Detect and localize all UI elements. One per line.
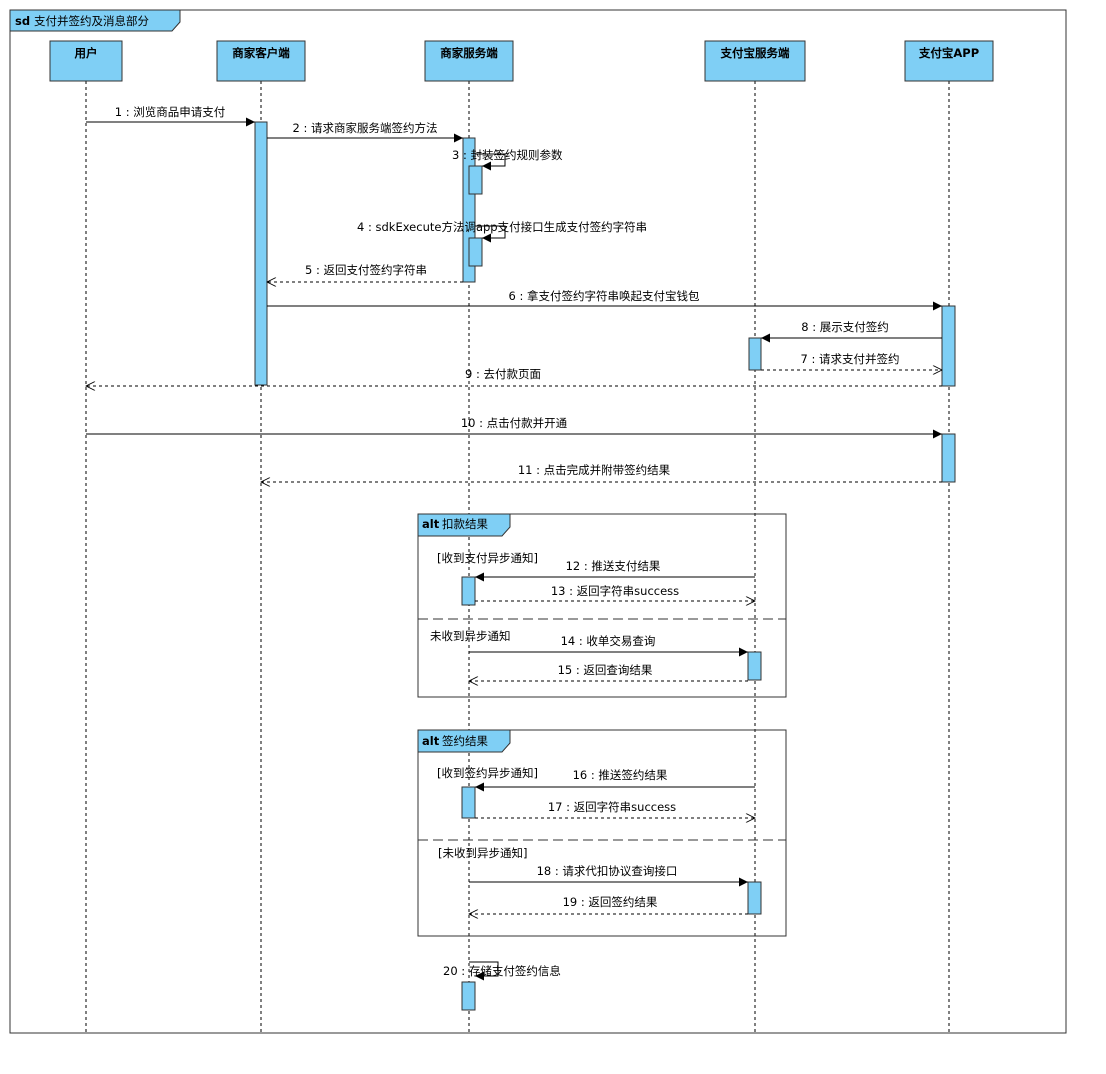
alt-keyword: alt (422, 517, 440, 531)
message-label: 2 : 请求商家服务端签约方法 (292, 121, 437, 135)
message-label: 10 : 点击付款并开通 (461, 416, 568, 430)
sd-frame: sd 支付并签约及消息部分 (9, 9, 1067, 1034)
messages (86, 117, 942, 981)
message-arrow (469, 961, 499, 981)
message-label: 19 : 返回签约结果 (563, 895, 658, 909)
message-label: 20 : 存储支付签约信息 (443, 964, 561, 978)
lifeline-user-label: 用户 (74, 46, 98, 60)
message-label: 1 : 浏览商品申请支付 (115, 105, 226, 119)
lifeline-server[interactable]: 商家服务端 (424, 40, 514, 82)
message-arrow (475, 225, 506, 243)
lifeline-client[interactable]: 商家客户端 (216, 40, 306, 82)
message-label: 16 : 推送签约结果 (573, 768, 668, 782)
alt-guard: 未收到异步通知 (430, 629, 511, 643)
lifeline-alipay-server[interactable]: 支付宝服务端 (704, 40, 806, 82)
lifeline-server-label: 商家服务端 (440, 46, 498, 60)
sd-frame-title: 支付并签约及消息部分 (34, 14, 149, 28)
alt-title: 签约结果 (442, 734, 488, 748)
alt-keyword: alt (422, 734, 440, 748)
message-label: 8 : 展示支付签约 (801, 320, 889, 334)
message-label: 6 : 拿支付签约字符串唤起支付宝钱包 (508, 289, 700, 303)
lifeline-client-label: 商家客户端 (232, 46, 290, 60)
lifeline-alipay-app-label: 支付宝APP (918, 46, 979, 60)
message-label: 4 : sdkExecute方法调app支付接口生成支付签约字符串 (357, 220, 647, 234)
sd-frame-keyword: sd (15, 14, 30, 28)
alt-title: 扣款结果 (442, 517, 488, 531)
lifeline-alipay-app[interactable]: 支付宝APP (904, 40, 994, 82)
message-arrow (475, 153, 506, 171)
alt-fragment-payment: alt 扣款结果 [收到支付异步通知] 未收到异步通知 (417, 513, 787, 698)
message-label: 7 : 请求支付并签约 (800, 352, 899, 366)
activation-bars (254, 121, 956, 1011)
message-label: 15 : 返回查询结果 (558, 663, 653, 677)
message-label: 17 : 返回字符串success (548, 800, 676, 814)
alt-guard: [未收到异步通知] (438, 846, 527, 860)
message-label: 18 : 请求代扣协议查询接口 (537, 864, 678, 878)
lifeline-user[interactable]: 用户 (49, 40, 123, 82)
alt-guard: [收到支付异步通知] (437, 551, 538, 565)
message-labels: 1 : 浏览商品申请支付 2 : 请求商家服务端签约方法 3 : 封装签约规则参… (115, 105, 900, 978)
lifeline-alipay-server-label: 支付宝服务端 (720, 46, 790, 60)
alt-fragment-sign: alt 签约结果 [收到签约异步通知] [未收到异步通知] (417, 729, 787, 937)
message-label: 12 : 推送支付结果 (566, 559, 661, 573)
alt-guard: [收到签约异步通知] (437, 766, 538, 780)
message-label: 11 : 点击完成并附带签约结果 (518, 463, 671, 477)
message-label: 3 : 封装签约规则参数 (452, 148, 563, 162)
message-label: 13 : 返回字符串success (551, 584, 679, 598)
message-label: 9 : 去付款页面 (465, 367, 541, 381)
message-label: 14 : 收单交易查询 (561, 634, 656, 648)
message-label: 5 : 返回支付签约字符串 (305, 263, 427, 277)
